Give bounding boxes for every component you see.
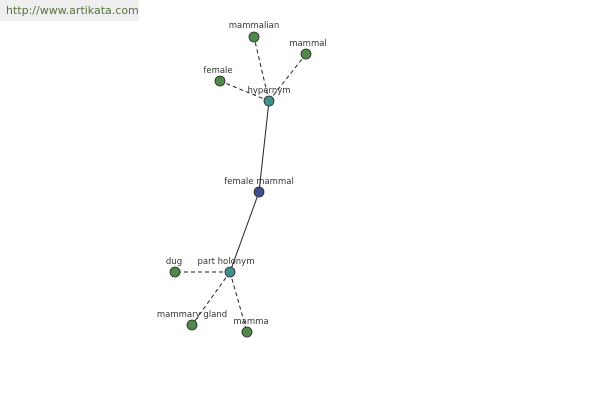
node-female[interactable]: female <box>203 66 233 87</box>
node-mammary-gland[interactable]: mammary gland <box>157 310 227 331</box>
node-hypernym[interactable]: hypernym <box>247 86 291 107</box>
edge-female-mammal-to-part-holonym <box>229 191 260 273</box>
node-female-mammal[interactable]: female mammal <box>224 177 294 198</box>
edge-part-holonym-to-mamma <box>229 271 248 333</box>
edge-hypernym-to-mammal <box>268 53 307 102</box>
node-circle[interactable] <box>263 95 275 107</box>
node-label: dug <box>166 257 182 267</box>
node-circle[interactable] <box>248 31 260 43</box>
node-label: female <box>203 66 232 76</box>
nodes-layer: female mammal hypernym part holonym mammali… <box>157 21 327 338</box>
node-part-holonym[interactable]: part holonym <box>198 257 255 278</box>
node-circle[interactable] <box>241 326 253 338</box>
node-label: mammary gland <box>157 310 227 320</box>
node-circle[interactable] <box>300 48 312 60</box>
node-mammal[interactable]: mammal <box>289 39 327 60</box>
node-label: hypernym <box>247 86 290 96</box>
node-circle[interactable] <box>253 186 265 198</box>
edges-layer <box>175 36 307 333</box>
node-label: part holonym <box>198 257 255 267</box>
node-label: mammal <box>289 39 327 49</box>
node-circle[interactable] <box>169 266 181 278</box>
edge-hypernym-to-female <box>219 80 270 102</box>
edge-female-mammal-to-hypernym <box>258 100 270 193</box>
node-circle[interactable] <box>186 319 198 331</box>
node-mammalian[interactable]: mammalian <box>229 21 280 43</box>
node-label: female mammal <box>224 177 294 187</box>
edge-hypernym-to-mammalian <box>253 36 270 102</box>
node-dug[interactable]: dug <box>166 257 182 278</box>
site-url-watermark: http://www.artikata.com <box>0 0 139 21</box>
edge-part-holonym-to-mammary-gland <box>191 271 231 326</box>
node-label: mammalian <box>229 21 280 31</box>
node-mamma[interactable]: mamma <box>233 317 269 338</box>
node-circle[interactable] <box>224 266 236 278</box>
node-label: mamma <box>233 317 268 327</box>
node-circle[interactable] <box>214 75 226 87</box>
